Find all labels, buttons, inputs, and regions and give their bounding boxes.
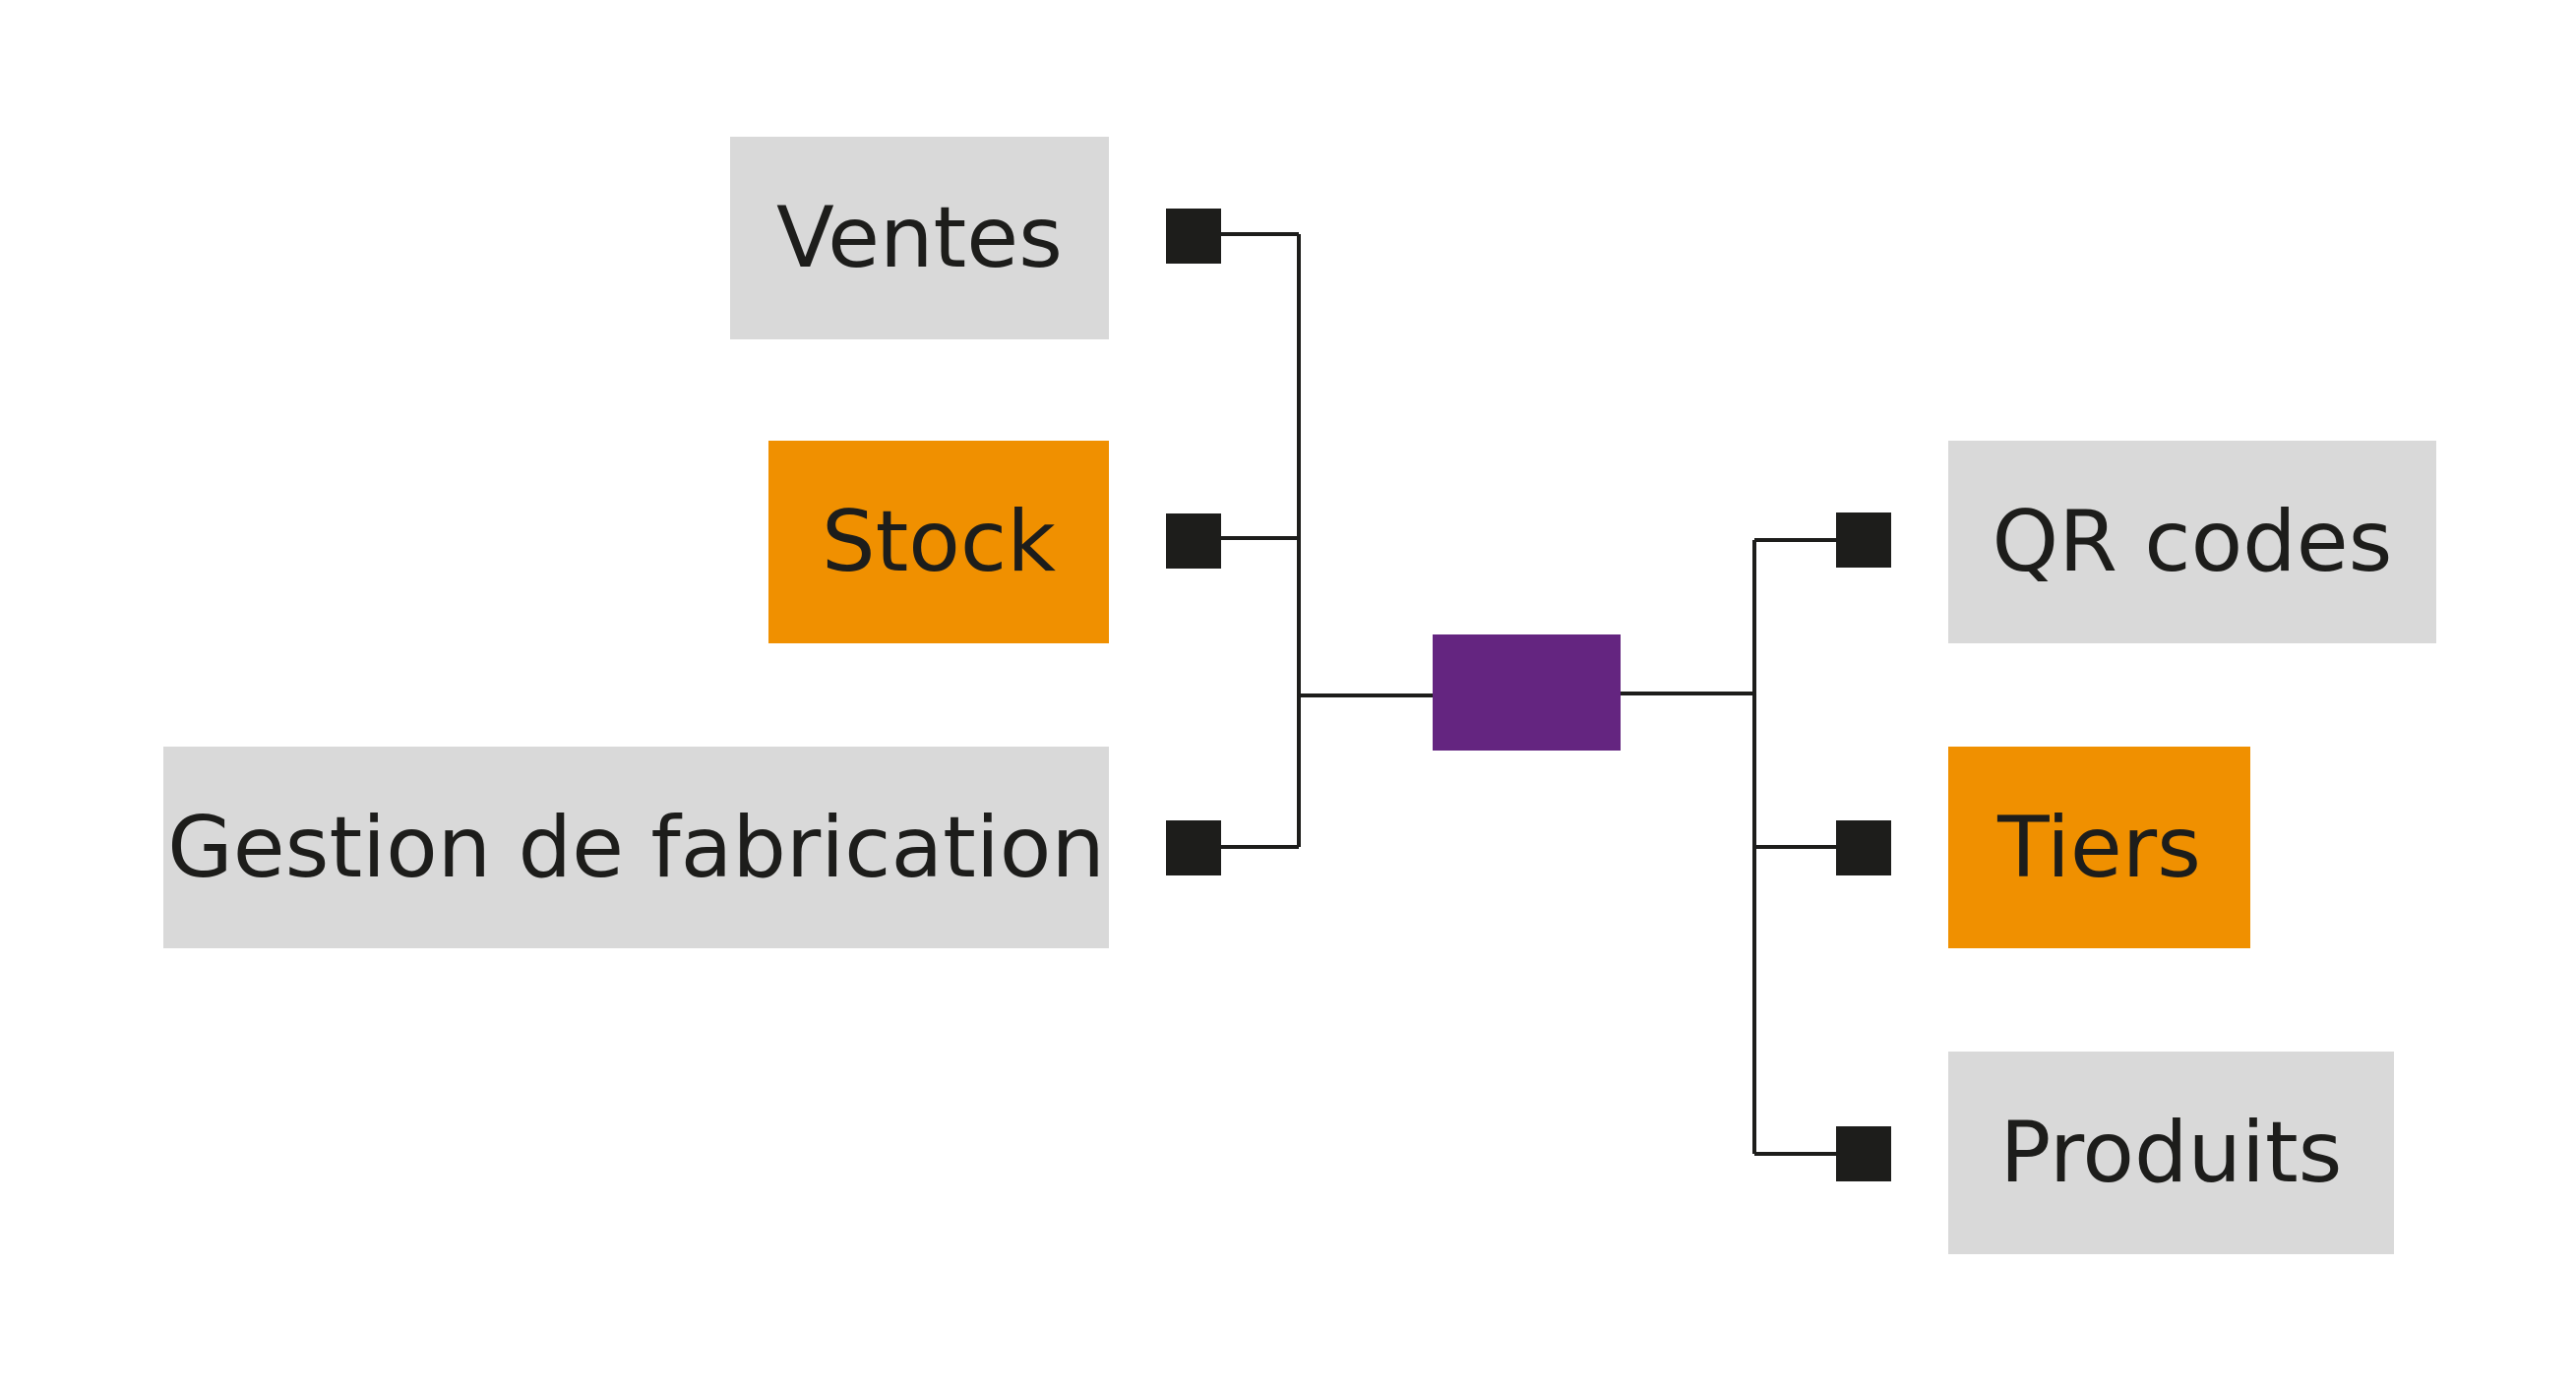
node-label-qr-codes: QR codes [1992,493,2393,591]
node-ventes: Ventes [730,137,1109,339]
connector-square-ventes [1166,209,1221,264]
node-tiers: Tiers [1948,747,2250,948]
connector-square-tiers [1836,820,1891,875]
connector-square-qr-codes [1836,512,1891,568]
node-qr-codes: QR codes [1948,441,2436,643]
node-label-gestion-de-fabrication: Gestion de fabrication [167,798,1105,897]
node-label-produits: Produits [1999,1104,2343,1202]
connector-square-produits [1836,1126,1891,1181]
node-label-ventes: Ventes [775,189,1063,287]
connector-square-gestion-de-fabrication [1166,820,1221,875]
node-gestion-de-fabrication: Gestion de fabrication [163,747,1109,948]
node-stock: Stock [768,441,1109,643]
connector-square-stock [1166,513,1221,569]
hub-box [1433,634,1621,751]
node-produits: Produits [1948,1052,2394,1254]
node-label-tiers: Tiers [1997,798,2201,897]
node-label-stock: Stock [821,493,1056,591]
